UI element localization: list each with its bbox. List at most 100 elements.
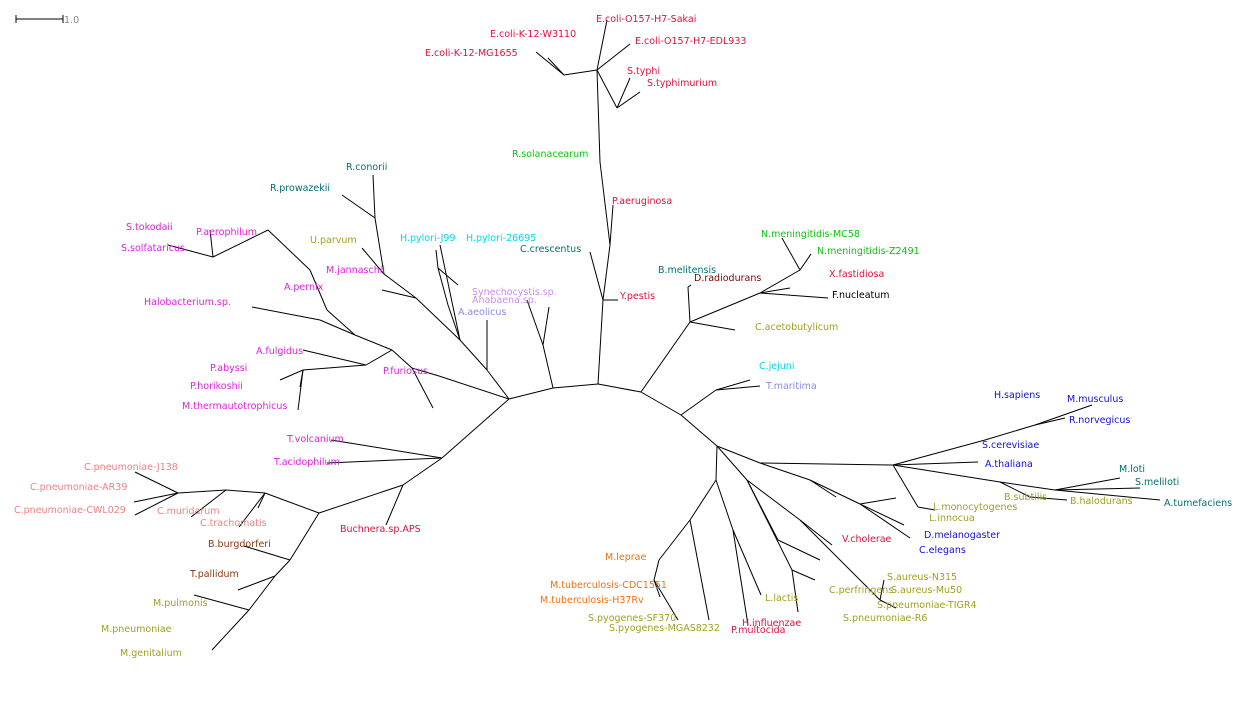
branch-line [411, 367, 434, 409]
branch-line [193, 594, 250, 611]
branch-line [279, 369, 304, 381]
branch-line [746, 479, 801, 521]
branch-line [248, 575, 276, 611]
branch-line [716, 445, 748, 481]
taxon-label: E.coli-O157-H7-Sakai [596, 14, 696, 25]
branch-line [715, 385, 761, 391]
branch-line [330, 439, 443, 459]
taxon-label: H.sapiens [994, 390, 1040, 401]
branch-line [547, 57, 565, 76]
branch-line [689, 292, 761, 323]
branch-line [658, 519, 691, 561]
taxon-label: A.aeolicus [458, 307, 506, 318]
taxon-label: R.prowazekii [270, 183, 330, 194]
taxon-label: E.coli-K-12-MG1655 [425, 48, 518, 59]
branch-line [319, 319, 356, 336]
taxon-label: M.thermautotrophicus [182, 401, 287, 412]
branch-line [653, 579, 661, 598]
taxon-label: P.furiosus [383, 366, 428, 377]
branch-line [616, 91, 641, 109]
branch-line [381, 289, 417, 299]
branch-line [999, 481, 1031, 498]
taxon-label: M.genitalium [120, 648, 182, 659]
branch-line [134, 471, 179, 494]
taxon-label: Anabaena.sp. [472, 295, 537, 306]
branch-line [809, 479, 861, 505]
taxon-label: P.aeruginosa [612, 196, 672, 207]
branch-line [892, 439, 986, 466]
branch-line [212, 229, 269, 258]
branch-line [689, 479, 717, 521]
taxon-label: S.aureus-Mu50 [891, 585, 962, 596]
branch-line [318, 484, 404, 514]
taxon-label: S.typhimurium [647, 78, 717, 89]
branch-line [542, 306, 550, 346]
branch-line [596, 19, 608, 71]
branch-line [879, 599, 897, 609]
branch-line [437, 267, 449, 306]
taxon-label: A.thaliana [985, 459, 1033, 470]
taxon-label: P.aerophilum [196, 227, 257, 238]
branch-line [563, 69, 598, 76]
branch-line [435, 249, 439, 269]
branch-line [542, 344, 554, 389]
branch-line [640, 321, 691, 393]
branch-line [237, 575, 276, 591]
taxon-label: Buchnera.sp.APS [340, 524, 421, 535]
branch-line [326, 457, 443, 464]
branch-line [251, 306, 321, 321]
branch-line [383, 273, 417, 299]
branch-line [599, 161, 611, 246]
taxon-label: S.meliloti [1135, 477, 1179, 488]
taxon-label: S.solfataricus [121, 243, 185, 254]
branch-line [297, 369, 304, 411]
branch-line [799, 519, 833, 546]
branch-line [759, 462, 894, 466]
branch-line [781, 237, 801, 271]
taxon-label: S.tokodaii [126, 222, 173, 233]
branch-line [687, 286, 691, 323]
branch-line [447, 304, 461, 341]
branch-line [1054, 477, 1121, 491]
taxon-label: C.pneumoniae-CWL029 [14, 505, 126, 516]
branch-line [411, 367, 440, 377]
branch-line [716, 445, 761, 464]
branch-line [777, 539, 821, 561]
taxon-label: P.horikoshii [190, 381, 243, 392]
branch-line [715, 445, 718, 481]
taxon-label: H.influenzae [742, 618, 801, 629]
taxon-label: H.pylori-26695 [466, 233, 536, 244]
branch-line [225, 489, 266, 494]
taxon-label: C.elegans [919, 545, 966, 556]
branch-line [535, 51, 565, 76]
branch-line [596, 43, 631, 71]
branch-line [602, 244, 611, 301]
taxon-label: M.pulmonis [153, 598, 208, 609]
taxon-label: P.abyssi [210, 363, 247, 374]
branch-line [791, 569, 816, 581]
branch-line [809, 479, 837, 498]
branch-line [759, 462, 811, 481]
taxon-labels: E.coli-O157-H7-SakaiE.coli-O157-H7-EDL93… [14, 14, 1232, 659]
taxon-label: M.loti [1119, 464, 1145, 475]
scale-bar-label: 1.0 [64, 15, 79, 26]
taxon-label: M.tuberculosis-CDC1551 [550, 580, 667, 591]
branch-line [732, 529, 762, 596]
branch-line [799, 519, 881, 601]
branch-line [354, 334, 393, 351]
branch-line [441, 398, 510, 459]
branch-line [372, 174, 376, 219]
taxon-label: M.musculus [1067, 394, 1123, 405]
taxon-label: S.pyogenes-MGAS8232 [609, 623, 720, 634]
branch-line [653, 559, 660, 581]
taxon-label: H.pylori-J99 [400, 233, 456, 244]
taxon-label: S.cerevisiae [982, 440, 1039, 451]
branch-line [759, 269, 801, 294]
taxon-label: S.typhi [627, 66, 660, 77]
branch-line [596, 69, 601, 163]
branch-line [552, 383, 599, 389]
taxon-label: C.pneumoniae-J138 [84, 462, 178, 473]
branch-line [211, 609, 250, 651]
branch-line [391, 349, 413, 369]
taxon-label: C.trachomatis [200, 518, 267, 529]
